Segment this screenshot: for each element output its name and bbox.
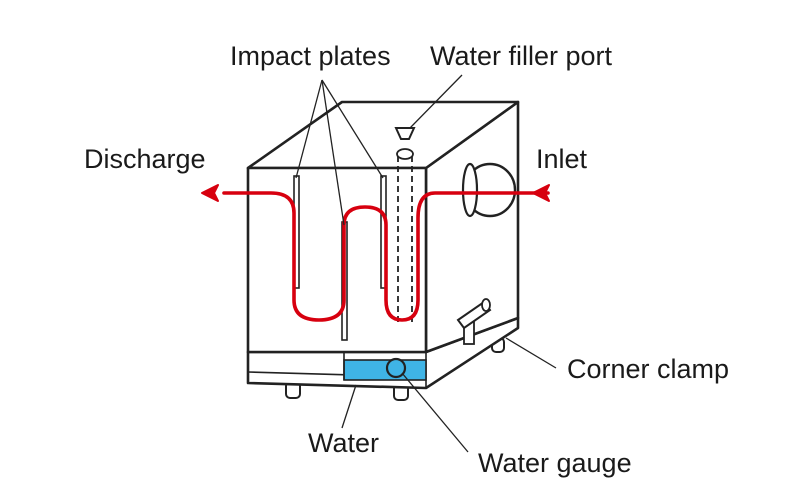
airflow-path — [201, 184, 550, 322]
water-filler-pipe — [394, 127, 416, 322]
funnel-icon — [394, 127, 416, 140]
inlet-duct-rim — [461, 162, 479, 218]
leader-water — [341, 384, 357, 429]
leader-impact-plate-1 — [295, 79, 323, 179]
flow-line — [222, 191, 550, 322]
discharge-arrow-icon — [201, 184, 219, 202]
label-impact-plates: Impact plates — [230, 41, 391, 71]
label-inlet: Inlet — [536, 144, 588, 174]
leader-impact-plate-3 — [321, 79, 384, 179]
corner-clamp — [456, 298, 492, 345]
label-water: Water — [308, 428, 379, 458]
leader-water-filler-port — [409, 74, 463, 129]
water-fill — [343, 359, 427, 381]
water-gauge-icon — [385, 357, 407, 379]
leader-corner-clamp — [505, 337, 557, 369]
label-corner-clamp: Corner clamp — [567, 354, 729, 384]
labels: Impact plates Water filler port Discharg… — [84, 41, 729, 478]
clamp-handle-end — [481, 298, 491, 312]
inlet-arrow-icon — [532, 184, 550, 202]
filler-pipe-top — [396, 148, 414, 160]
leader-impact-plate-2 — [321, 79, 345, 226]
leader-water-gauge — [401, 372, 469, 453]
inlet-duct — [461, 162, 517, 218]
leader-lines — [295, 74, 557, 453]
label-discharge: Discharge — [84, 144, 206, 174]
label-water-gauge: Water gauge — [478, 448, 632, 478]
front-face — [246, 166, 428, 354]
label-water-filler-port: Water filler port — [430, 41, 613, 71]
